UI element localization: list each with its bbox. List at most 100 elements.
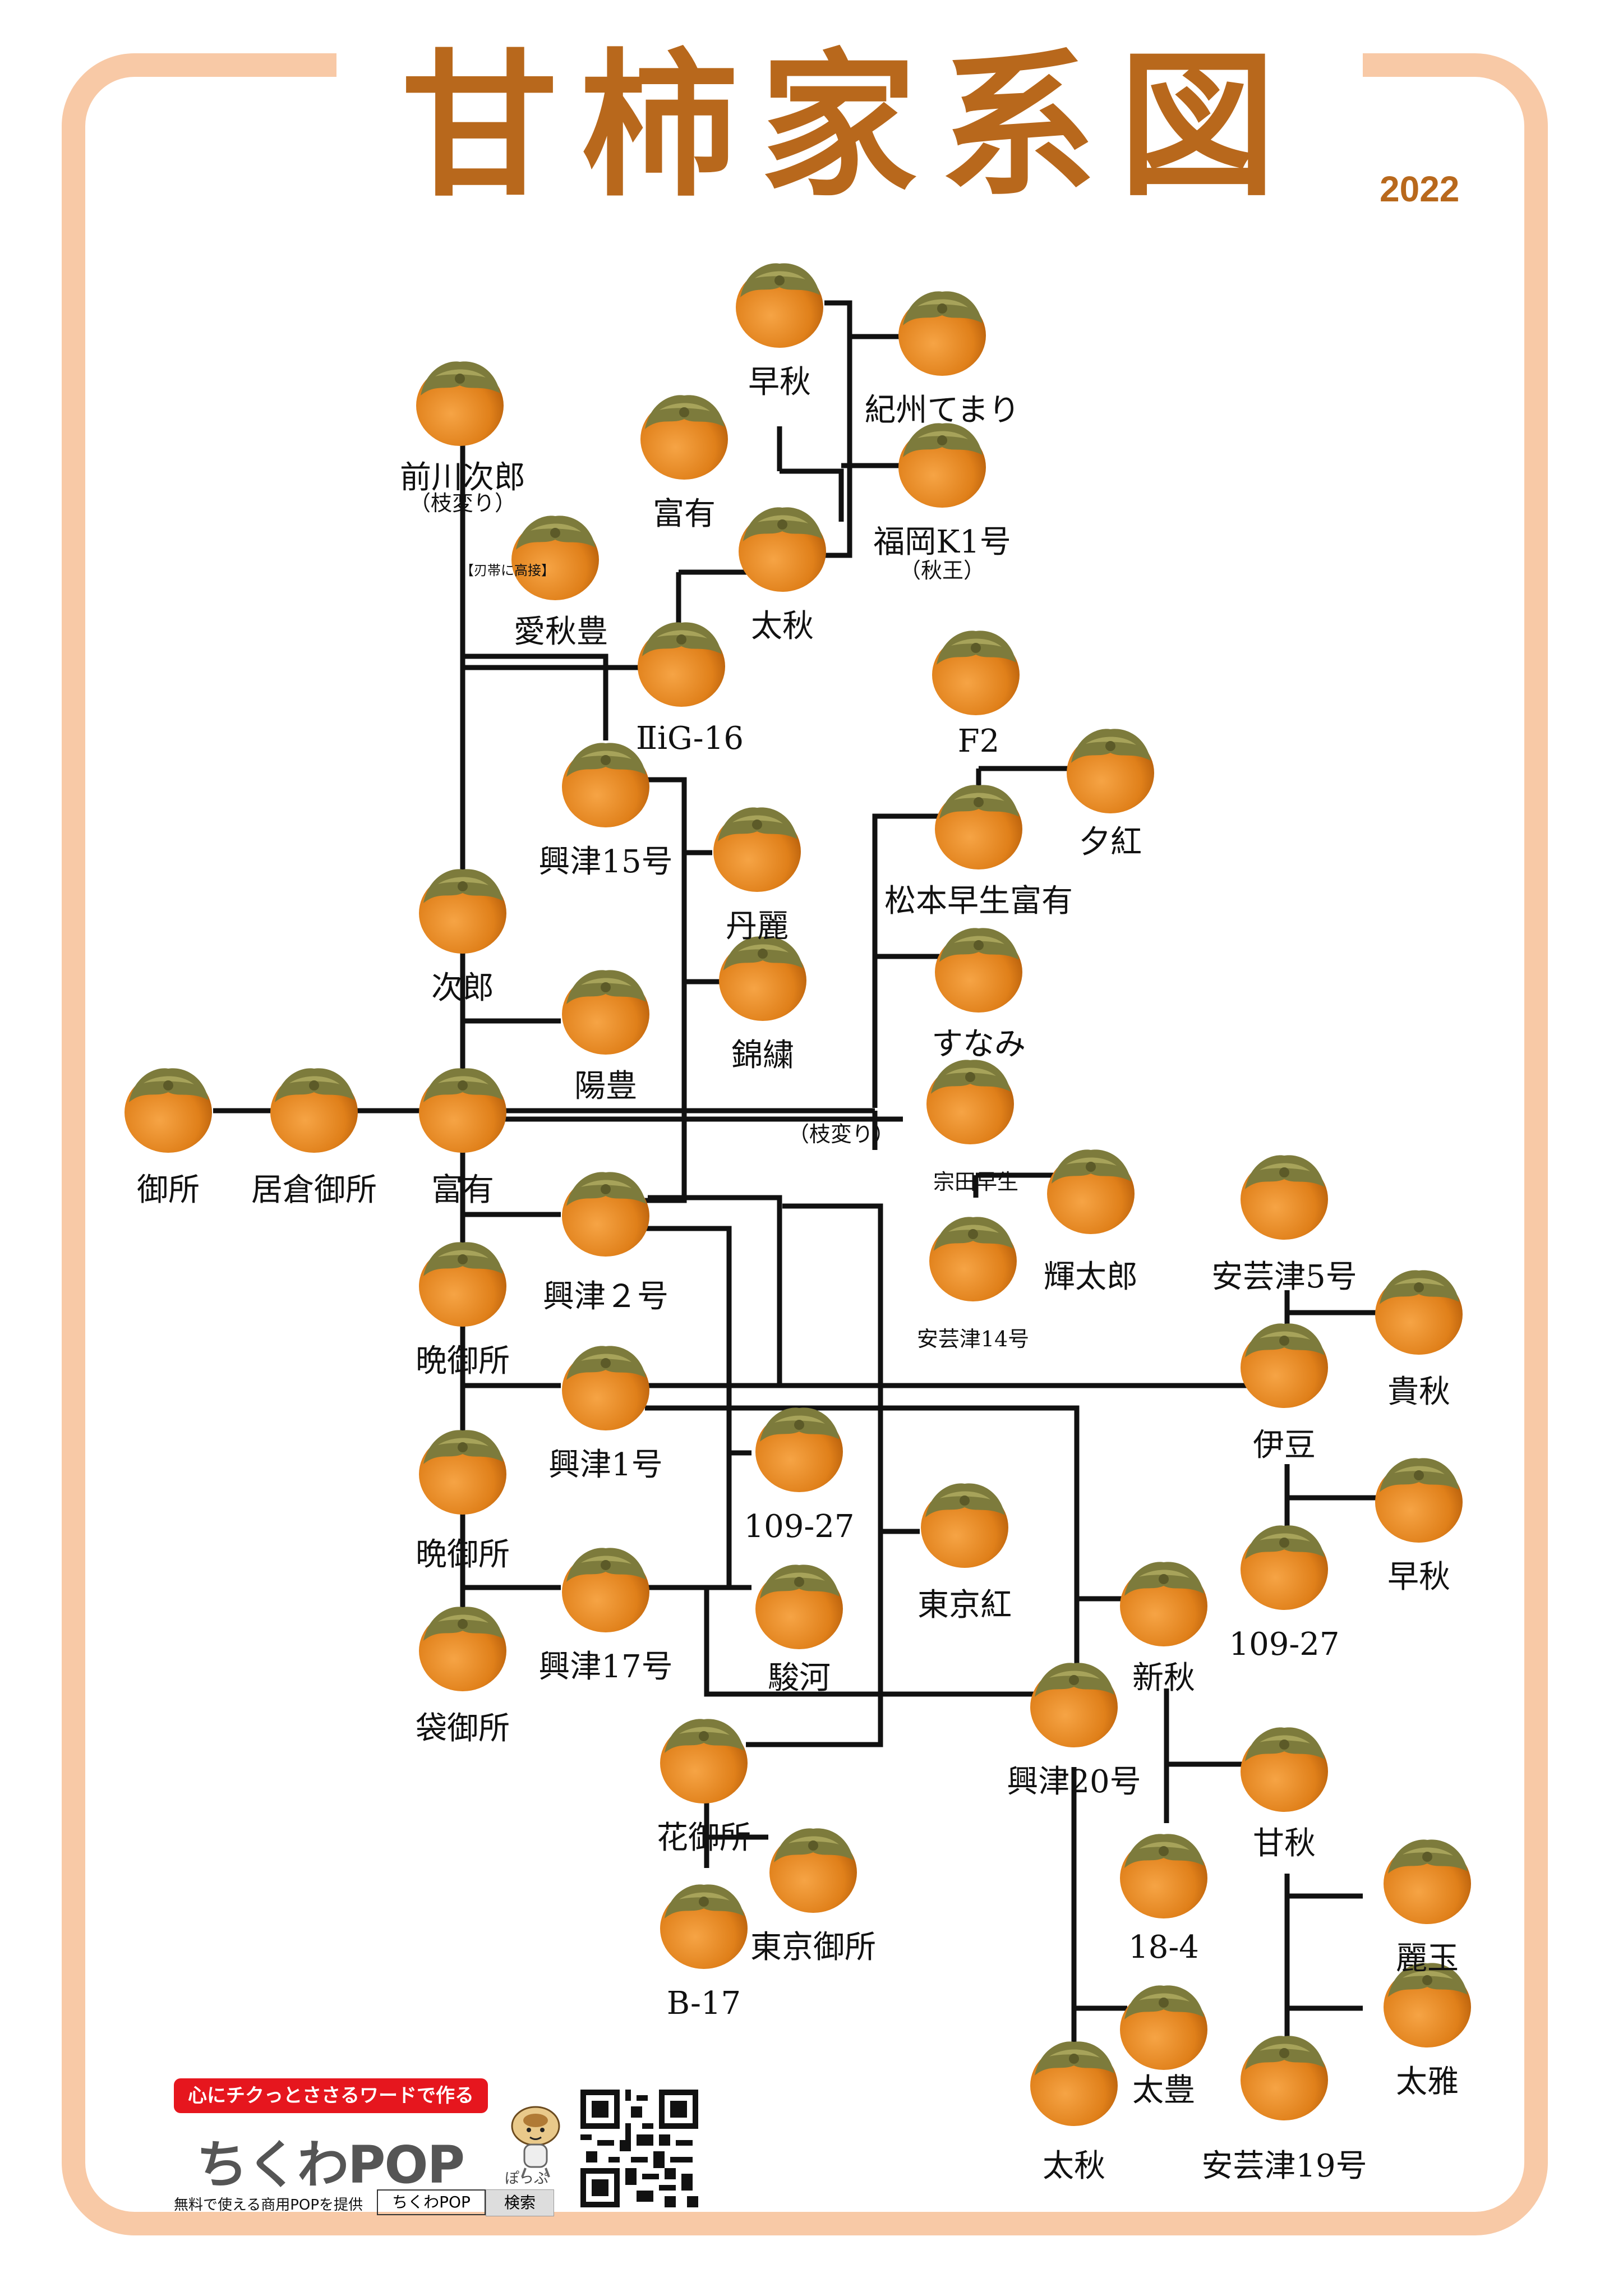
brand-logo[interactable]: ちくわPOP — [196, 2135, 465, 2195]
node-label: F2 — [958, 723, 999, 760]
qr-code-icon[interactable] — [580, 2090, 698, 2207]
node-note: （枝変り） — [788, 1122, 895, 1147]
node-label: 松本早生富有 — [884, 883, 1073, 919]
search-input[interactable]: ちくわPOP — [377, 2189, 486, 2215]
node-label: 宗田早生 — [933, 1170, 1018, 1194]
node-label: すなみ — [932, 1026, 1026, 1062]
persimmon-icon — [1241, 1525, 1328, 1610]
page-title: 甘柿家系図 — [336, 34, 1363, 219]
persimmon-icon — [419, 1430, 506, 1515]
persimmon-icon — [511, 516, 599, 600]
persimmon-icon — [719, 936, 806, 1021]
persimmon-icon — [1384, 1839, 1471, 1924]
node-label: 貴秋 — [1387, 1374, 1450, 1410]
node-label: 丹麗 — [726, 908, 789, 945]
node-label: 愛秋豊 — [514, 614, 608, 650]
node-label: 早秋 — [1387, 1559, 1450, 1595]
persimmon-icon — [562, 1172, 649, 1257]
persimmon-icon — [1241, 1727, 1328, 1812]
node-label: 富有 — [431, 1172, 494, 1208]
node-label: ⅡiG-16 — [636, 720, 744, 757]
node-note: （枝変り） — [409, 491, 516, 516]
node-label: 晩御所 — [416, 1536, 510, 1573]
node-label: 安芸津14号 — [917, 1327, 1029, 1351]
node-label: 109-27 — [744, 1508, 854, 1545]
node-label: 福岡K1号 — [873, 524, 1011, 560]
node-label: 花御所 — [657, 1820, 751, 1856]
node-label: 東京紅 — [917, 1587, 1012, 1623]
node-labels: 御所 居倉御所 富有 前川次郎 （枝変り） 【刃帯に高接】 愛秋豊 次郎 陽豊 … — [137, 364, 1459, 2184]
node-label: 御所 — [137, 1172, 200, 1208]
node-label: 安芸津19号 — [1201, 2148, 1367, 2184]
persimmon-icon — [935, 928, 1022, 1013]
node-label: 早秋 — [748, 364, 811, 401]
node-label: 紀州てまり — [864, 392, 1020, 429]
node-label: 夕紅 — [1079, 824, 1142, 861]
persimmon-icon — [660, 1719, 748, 1803]
node-label: 麗玉 — [1396, 1940, 1459, 1977]
persimmon-icon — [1120, 1985, 1207, 2070]
persimmon-icon — [419, 869, 506, 954]
chikuwa-mascot-icon — [511, 2106, 560, 2178]
persimmon-icon — [638, 622, 725, 707]
node-label: 興津20号 — [1007, 1764, 1141, 1800]
node-label: 富有 — [653, 496, 716, 532]
node-label: 次郎 — [431, 970, 494, 1006]
brand-kana: ぽっぷ — [505, 2170, 549, 2187]
persimmon-icon — [125, 1068, 212, 1153]
persimmon-icon — [736, 263, 823, 348]
node-label: B-17 — [667, 1985, 741, 2022]
promo-banner[interactable]: 心にチクっとささるワードで作る ちくわPOP ぽっぷ 無料で使える商用POPを提… — [168, 2078, 707, 2224]
node-label: 太秋 — [751, 608, 814, 645]
node-label: 興津1号 — [548, 1447, 663, 1483]
persimmon-icon — [419, 1242, 506, 1327]
node-label: 居倉御所 — [251, 1172, 377, 1208]
persimmon-icon — [562, 970, 649, 1055]
persimmon-icon — [1047, 1149, 1135, 1234]
persimmon-icon — [755, 1407, 843, 1492]
persimmon-icon — [935, 785, 1022, 869]
persimmon-icon — [1030, 2041, 1118, 2126]
persimmon-icon — [926, 1060, 1014, 1144]
persimmon-icon — [932, 631, 1020, 715]
node-label: 18-4 — [1128, 1929, 1199, 1966]
persimmon-icon — [1375, 1270, 1463, 1355]
persimmon-icon — [419, 1607, 506, 1691]
node-label: 東京御所 — [750, 1929, 876, 1966]
node-label: 駿河 — [768, 1660, 831, 1696]
node-label: 興津17号 — [538, 1649, 672, 1685]
node-label: 前川次郎 — [400, 459, 525, 496]
persimmon-icon — [769, 1828, 857, 1913]
persimmon-icon — [898, 291, 986, 376]
year-label: 2022 — [1380, 169, 1460, 209]
node-label: 太雅 — [1396, 2064, 1459, 2100]
node-label: 錦繍 — [731, 1037, 794, 1074]
persimmon-icon — [270, 1068, 358, 1153]
node-label: 太豊 — [1132, 2072, 1195, 2109]
persimmon-icon — [898, 423, 986, 508]
persimmon-icon — [1120, 1562, 1207, 1646]
persimmon-icon — [1067, 729, 1154, 813]
node-label: 輝太郎 — [1044, 1259, 1138, 1295]
persimmon-icon — [419, 1068, 506, 1153]
node-label: 太秋 — [1043, 2148, 1105, 2184]
node-label: 新秋 — [1132, 1660, 1195, 1696]
persimmon-icon — [640, 395, 728, 480]
search-button[interactable]: 検索 — [486, 2189, 554, 2216]
persimmon-icon — [1241, 2036, 1328, 2120]
persimmon-icon — [713, 807, 801, 892]
node-label: 109-27 — [1229, 1626, 1339, 1663]
persimmon-icon — [562, 1548, 649, 1632]
persimmon-icon — [1375, 1458, 1463, 1543]
promo-tagline: 心にチクっとささるワードで作る — [174, 2078, 488, 2113]
node-label: 晩御所 — [416, 1343, 510, 1379]
persimmon-icon — [739, 507, 826, 592]
persimmon-icon — [1120, 1834, 1207, 1918]
persimmon-icon — [416, 361, 504, 446]
node-note: 【刃帯に高接】 — [460, 563, 555, 578]
node-label: 甘秋 — [1253, 1825, 1316, 1862]
persimmon-icon — [921, 1483, 1008, 1568]
persimmon-icon — [1030, 1663, 1118, 1747]
node-label: 興津２号 — [543, 1278, 668, 1315]
persimmon-icon — [660, 1884, 748, 1969]
